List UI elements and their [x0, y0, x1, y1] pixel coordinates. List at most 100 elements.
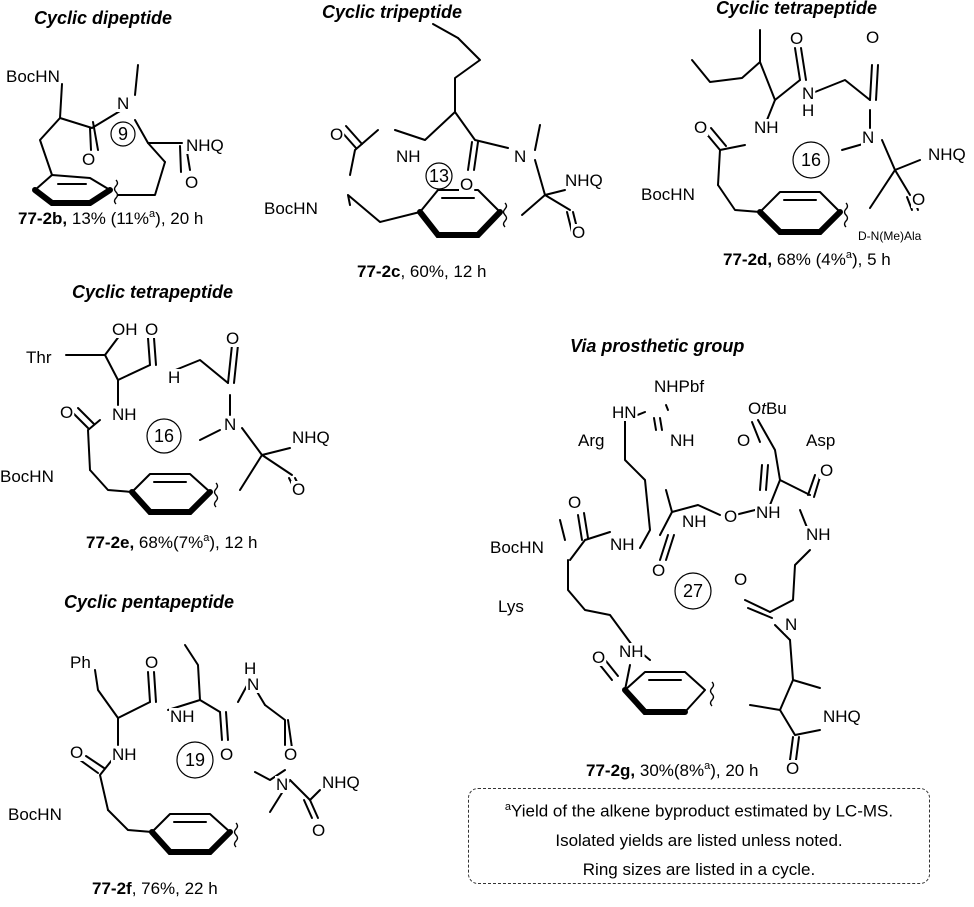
atom-o: O [145, 320, 158, 339]
atom-label-backdrop [144, 321, 160, 338]
atom-bochn: BocHN [8, 805, 62, 824]
atom-h: H [168, 368, 180, 387]
residue-ph: Ph [70, 653, 91, 672]
atom-label-backdrop [805, 432, 837, 449]
atom-label-backdrop [789, 30, 805, 47]
atom-nhpbf: NHPbf [654, 377, 704, 396]
atom-label-backdrop [611, 404, 638, 421]
ring-size-circle [110, 121, 136, 147]
ring-size-circle [674, 572, 712, 610]
ring-size-label: 13 [429, 166, 449, 186]
atom-bochn: BocHN [6, 67, 60, 86]
atom-label-backdrop [275, 776, 290, 793]
ring-size-label: 16 [801, 150, 821, 170]
compound-id: 77-2b, [18, 209, 67, 228]
atom-h: H [244, 659, 256, 678]
yield-text: 68%(7% [134, 533, 203, 552]
caption-77-2g: 77-2g, 30%(8%a), 20 h [586, 760, 758, 780]
time-text: ), 12 h [209, 533, 257, 552]
atom-label-backdrop [861, 129, 876, 146]
title-cyclic-dipeptide: Cyclic dipeptide [34, 8, 172, 28]
footnote-mark: a [203, 532, 210, 544]
atom-label-backdrop [184, 174, 200, 191]
atom-hn: HN [612, 403, 637, 422]
ring-size-label: 19 [185, 750, 205, 770]
atom-o: O [592, 648, 605, 667]
title-cyclic-tripeptide: Cyclic tripeptide [322, 2, 462, 22]
atom-label-backdrop [69, 654, 92, 671]
yield-text: , 60%, 12 h [400, 262, 486, 281]
atom-label-backdrop [618, 643, 645, 660]
compound-77-2f: Cyclic pentapeptide Ph O NH H [7, 592, 361, 898]
atom-label-backdrop [591, 649, 607, 666]
atom-label-backdrop [116, 95, 131, 112]
ring-size-label: 9 [118, 124, 128, 144]
yield-text: 30%(8% [635, 761, 704, 780]
compound-77-2d: Cyclic tetrapeptide N H O O [640, 0, 967, 269]
atom-label-backdrop [7, 806, 63, 823]
caption-77-2d: 77-2d, 68% (4%a), 5 h [723, 249, 891, 269]
ring-size-circle [176, 741, 214, 779]
caption-77-2c: 77-2c, 60%, 12 h [357, 262, 487, 281]
atom-o: O [734, 570, 747, 589]
atom-nh: NH [756, 503, 781, 522]
atom-o: O [220, 745, 233, 764]
atom-label-backdrop [291, 481, 307, 498]
title-italic-part: Via [570, 336, 596, 356]
atom-n: N [862, 128, 874, 147]
atom-o: O [284, 745, 297, 764]
atom-o: O [60, 403, 73, 422]
atom-label-backdrop [5, 68, 61, 85]
ring-size-circle [792, 141, 830, 179]
atom-label-backdrop [564, 172, 604, 189]
title-cyclic-tetrapeptide-e: Cyclic tetrapeptide [72, 282, 233, 302]
atom-label-backdrop [723, 508, 739, 525]
atom-label-backdrop [311, 822, 327, 839]
atom-label-backdrop [567, 494, 583, 511]
atom-label-backdrop [681, 513, 708, 530]
compound-77-2b: Cyclic dipeptide BocHN N O NHQ O 9 77-2b… [5, 8, 225, 228]
atom-label-backdrop [819, 462, 835, 479]
atom-label-backdrop [785, 760, 801, 777]
caption-77-2f: 77-2f, 76%, 22 h [92, 879, 218, 898]
atom-label-backdrop [651, 562, 667, 579]
atom-label-backdrop [753, 119, 780, 136]
compound-77-2e: Cyclic tetrapeptide Thr OH O H O [0, 282, 331, 552]
atom-label-backdrop [497, 598, 525, 615]
atom-label-backdrop [784, 616, 799, 633]
atom-label-backdrop [185, 137, 225, 154]
time-text: ), 20 h [155, 209, 203, 228]
atom-label-backdrop [225, 330, 241, 347]
atom-o: O [330, 125, 343, 144]
compound-id: 77-2e, [86, 533, 134, 552]
atom-bochn: BocHN [0, 467, 54, 486]
atom-n: N [276, 775, 288, 794]
atom-nh: NH [112, 405, 137, 424]
compound-id: 77-2f [92, 879, 132, 898]
footnote-line-1: aYield of the alkene byproduct estimated… [469, 793, 929, 826]
atom-label-backdrop [609, 536, 636, 553]
atom-label-backdrop [801, 102, 816, 119]
atom-o: O [292, 480, 305, 499]
atom-nh: NH [806, 525, 831, 544]
footnote-mark: a [504, 801, 512, 813]
ring-size-label: 27 [683, 581, 703, 601]
atom-label-backdrop [693, 119, 709, 136]
atom-o: O [786, 759, 799, 778]
atom-label-backdrop [669, 432, 696, 449]
atom-h: H [802, 101, 814, 120]
atom-n: N [802, 84, 814, 103]
atom-label-backdrop [459, 176, 475, 193]
atom-nh: NH [396, 147, 421, 166]
ring-size-circle [146, 418, 182, 454]
atom-nh: NH [610, 535, 635, 554]
atom-o: O [70, 743, 83, 762]
title-cyclic-pentapeptide: Cyclic pentapeptide [64, 592, 234, 612]
atom-label-backdrop [291, 429, 331, 446]
atom-label-backdrop [755, 504, 782, 521]
atom-label-backdrop [865, 29, 881, 46]
atom-nh: NH [112, 745, 137, 764]
atom-o: O [145, 653, 158, 672]
atom-label-backdrop [283, 746, 299, 763]
residue-asp: Asp [806, 431, 835, 450]
